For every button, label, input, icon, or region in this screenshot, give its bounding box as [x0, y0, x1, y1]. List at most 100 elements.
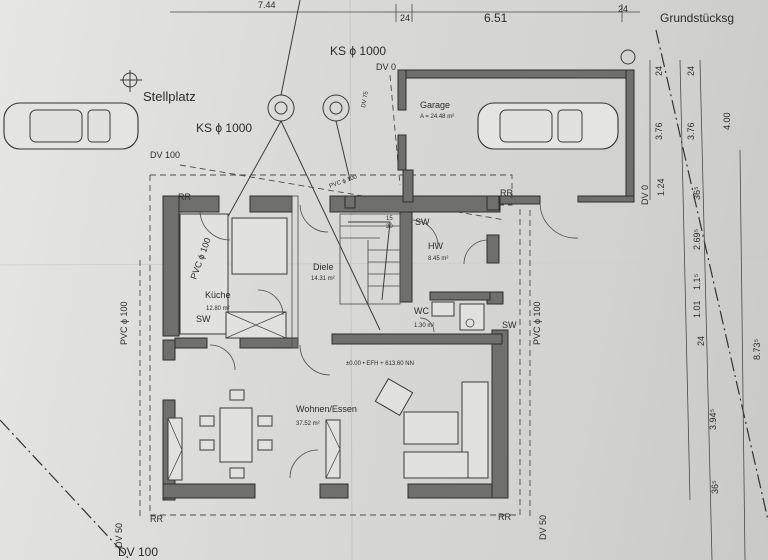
- sw-label: SW: [196, 314, 211, 324]
- house-wall: [329, 195, 501, 213]
- dim-label: 24: [654, 66, 664, 76]
- dim-label: 4.00: [722, 112, 732, 130]
- garage-corner-marker: [620, 49, 636, 65]
- street-label: Grundstücksg: [660, 11, 734, 25]
- door-swing: [199, 211, 231, 241]
- rr-label: RR: [500, 188, 513, 198]
- garage-wall-right: [625, 69, 635, 199]
- room-name-wc: WC: [414, 306, 429, 316]
- stellplatz-label: Stellplatz: [143, 89, 196, 104]
- sideboard: [167, 417, 183, 481]
- pvc-label: PVC ϕ 100: [532, 301, 542, 345]
- dim-label: 3.76: [686, 122, 696, 140]
- door-swing: [463, 239, 489, 265]
- rr-label: RR: [498, 512, 511, 522]
- garage-wall-left: [397, 134, 407, 171]
- armchair: [374, 378, 414, 416]
- room-area-hw: 8.45 m²: [428, 256, 448, 262]
- dv0-label: DV 0: [640, 185, 650, 205]
- garage-door-swing: [539, 203, 579, 239]
- room-area-kueche: 12.80 m²: [206, 306, 230, 312]
- wc-bowl: [465, 318, 475, 328]
- interior-wall: [331, 333, 503, 345]
- room-area-wc: 1.30 m²: [414, 323, 434, 329]
- sideboard-mark: [167, 449, 183, 481]
- dim-label: 24: [686, 66, 696, 76]
- dv0-label: DV 0: [376, 62, 396, 72]
- parked-car-garage: [477, 102, 619, 150]
- cabinet-mark: [325, 419, 341, 450]
- interior-wall: [429, 291, 491, 301]
- pvc-label: PVC ϕ 100: [329, 174, 359, 190]
- door-swing: [299, 344, 331, 376]
- ks-label-left: KS ϕ 1000: [196, 121, 252, 135]
- wc-toilet: [459, 303, 485, 331]
- pvc-label: PVC ϕ 100: [119, 301, 129, 345]
- dim-label: 2.69⁵: [692, 228, 702, 250]
- dim-label: 36⁵: [692, 186, 702, 200]
- dv75-label: DV 75: [361, 90, 370, 108]
- ks-label-top: KS ϕ 1000: [330, 44, 386, 58]
- dim-label: 1.1⁵: [692, 273, 702, 290]
- level-note: ±0.00 • EFH + 613.60 NN: [346, 361, 414, 367]
- dim-label: 24: [400, 13, 410, 23]
- dv50-label: DV 50: [538, 515, 548, 540]
- door-swing: [299, 204, 329, 233]
- room-name-kueche: Küche: [205, 290, 231, 300]
- sideboard-mark: [167, 417, 183, 451]
- dining-table: [199, 389, 273, 479]
- dim-label: 1.01: [692, 300, 702, 318]
- house-wall: [249, 195, 293, 213]
- small-dim: 15: [386, 216, 393, 222]
- garage-wall-bottom: [577, 195, 635, 203]
- house-wall-south: [319, 483, 349, 499]
- dim-label: 8.73⁵: [752, 338, 762, 360]
- dim-label: 1.24: [656, 178, 666, 196]
- room-name-hw: HW: [428, 241, 443, 251]
- interior-wall: [344, 195, 356, 209]
- dimension-line: [739, 149, 746, 560]
- dimension-line: [679, 59, 691, 501]
- dim-label: 36⁵: [710, 480, 720, 494]
- door-swing: [209, 344, 236, 371]
- interior-wall: [402, 169, 414, 203]
- rr-label: RR: [178, 192, 191, 202]
- cabinet: [325, 419, 341, 479]
- dim-label: 3.94⁵: [708, 408, 718, 430]
- dv100-label: DV 100: [150, 150, 180, 160]
- wc-sink: [431, 301, 455, 317]
- room-name-wohnen: Wohnen/Essen: [296, 404, 357, 414]
- interior-wall-thin: [291, 195, 299, 349]
- drain-line: [280, 120, 381, 331]
- room-area-diele: 14.31 m²: [311, 276, 335, 282]
- door-swing: [419, 317, 435, 333]
- drain-line: [335, 120, 351, 181]
- cabinet-mark: [325, 448, 341, 479]
- door-swing: [289, 449, 319, 479]
- house-wall-west: [162, 195, 180, 337]
- rr-label: RR: [150, 514, 163, 524]
- dim-label: 6.51: [484, 11, 508, 25]
- room-name-diele: Diele: [313, 262, 334, 272]
- paper-fold: [0, 261, 768, 266]
- paper-fold: [349, 0, 353, 560]
- kitchen-island: [231, 217, 288, 275]
- garage-wall-left: [397, 69, 407, 111]
- door-swing: [411, 219, 439, 247]
- manhole-ks-left: [267, 94, 295, 122]
- dim-label: 24: [696, 336, 706, 346]
- interior-wall: [399, 211, 413, 303]
- sw-label: SW: [502, 320, 517, 330]
- interior-wall: [239, 337, 299, 349]
- dv100-label: DV 100: [118, 545, 158, 559]
- parked-car-left: [3, 102, 139, 150]
- sofa: [403, 381, 489, 479]
- dimension-line: [699, 59, 713, 560]
- interior-wall: [174, 337, 208, 349]
- kitchen-unit-mark: [225, 311, 287, 339]
- room-name-garage: Garage: [420, 100, 450, 110]
- staircase: [339, 213, 401, 305]
- house-wall-west: [162, 339, 176, 361]
